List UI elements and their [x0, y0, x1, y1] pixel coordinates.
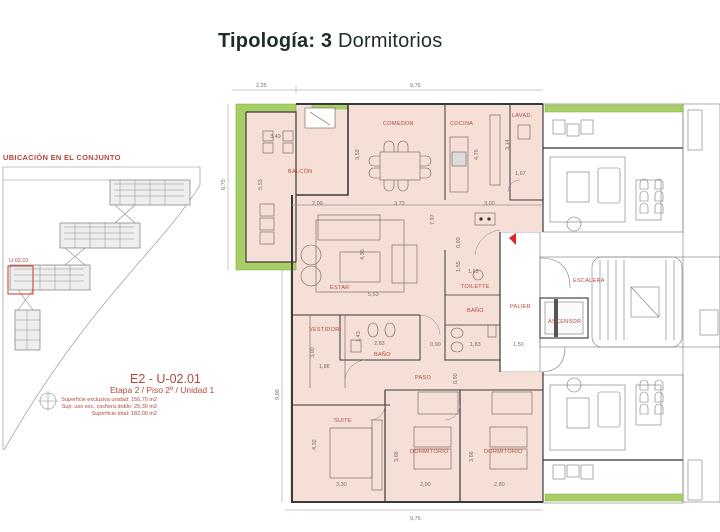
unit-location-marker[interactable]	[7, 265, 34, 295]
door-swings	[344, 179, 521, 421]
dim-estar-top-mid: 3,73	[394, 201, 405, 207]
dim-estar-full: 7,97	[430, 214, 436, 225]
dim-dorm1-w: 2,90	[420, 482, 431, 488]
room-escalera: ESCALERA	[573, 278, 605, 284]
unit-area-garage: Sup. uso exc. cochera doble: 25,30 m2	[61, 404, 157, 410]
dim-hall-090: 0,90	[456, 237, 462, 248]
unit-area-exclusive: Superficie exclusiva unidad: 156,70 m2	[61, 397, 157, 403]
dim-bano-h: 1,43	[356, 331, 362, 342]
dim-bano-w: 2,83	[374, 341, 385, 347]
room-vestidor: VESTIDOR	[309, 327, 340, 333]
location-title: UBICACIÓN EN EL CONJUNTO	[3, 153, 121, 162]
room-bano-2: BAÑO	[374, 351, 391, 358]
dim-suite-h: 4,32	[312, 439, 318, 450]
room-suite: SUITE	[334, 418, 352, 424]
unit-fill	[236, 104, 543, 502]
dim-cocina-width: 3,00	[484, 201, 495, 207]
unit-code: E2 - U-02.01	[130, 372, 201, 386]
room-comedor: COMEDOR	[383, 121, 414, 127]
title-light: Dormitorios	[332, 30, 443, 52]
room-lavadero: LAVAD.	[512, 113, 533, 119]
dim-toilette-w: 1,63	[468, 269, 479, 275]
dim-paso-090: 0,90	[430, 342, 441, 348]
room-toilette: TOILETTE	[461, 284, 490, 290]
dimension-lines	[227, 86, 543, 511]
dim-bano1-w: 1,83	[470, 342, 481, 348]
dim-toilette-h: 1,55	[456, 261, 462, 272]
room-dormitorio-1: DORMITORIO	[410, 449, 449, 455]
dim-estar-width: 5,63	[368, 292, 379, 298]
unit-area-total: Superficie total: 182,00 m2	[91, 411, 157, 417]
dim-left-balcony: 6,75	[221, 179, 227, 190]
dim-estar-sofa: 4,36	[360, 249, 366, 260]
walls	[245, 103, 544, 503]
dim-cocina-height: 4,76	[474, 149, 480, 160]
page-title: Tipología: 3 Dormitorios	[218, 30, 442, 53]
room-bano-1: BAÑO	[467, 307, 484, 314]
dim-dorm2-h: 3,66	[469, 451, 475, 462]
room-balcon: BALCÓN	[288, 168, 312, 175]
site-map	[2, 166, 201, 451]
room-ascensor: ASCENSOR	[548, 319, 581, 325]
planter-neighbor-top	[544, 104, 684, 113]
dim-lavadero-small: 1,67	[515, 171, 526, 177]
room-estar: ESTAR	[330, 285, 349, 291]
unit-subtitle: Etapa 2 / Piso 2º / Unidad 1	[110, 385, 215, 395]
dim-vestidor-w: 1,86	[319, 364, 330, 370]
dim-vestidor-h: 3,00	[310, 347, 316, 358]
room-cocina: COCINA	[450, 121, 473, 127]
elevator-door	[554, 299, 558, 337]
dim-estar-top-left: 2,09	[312, 201, 323, 207]
dim-dorm1-h: 3,66	[394, 451, 400, 462]
site-map-detail	[14, 180, 184, 350]
room-paso: PASO	[415, 375, 431, 381]
dim-lavadero-height: 3,14	[505, 139, 511, 150]
neighbor-units	[542, 103, 720, 504]
dim-balcon-height: 5,53	[258, 179, 264, 190]
dim-top-left: 2,25	[256, 83, 267, 89]
dim-paso-h: 0,90	[453, 373, 459, 384]
unit-marker-label: U-02.01	[9, 258, 29, 264]
dim-left-lower: 9,00	[275, 389, 281, 400]
dim-comedor-height: 3,59	[355, 149, 361, 160]
circulation-core	[499, 231, 720, 373]
dim-bottom-total: 9,75	[410, 516, 421, 522]
title-bold: Tipología: 3	[218, 30, 333, 52]
dim-palier-w: 1,50	[513, 342, 524, 348]
planter-neighbor-bottom	[544, 493, 684, 502]
dim-balcon-width: 3,49	[270, 134, 281, 140]
furniture	[259, 107, 533, 491]
room-dormitorio-2: DORMITORIO	[484, 449, 523, 455]
room-palier: PALIER	[510, 304, 531, 310]
entry-marker-icon	[509, 233, 516, 245]
dim-suite-w: 3,30	[336, 482, 347, 488]
dim-top-total: 9,75	[410, 83, 421, 89]
dim-dorm2-w: 2,80	[494, 482, 505, 488]
